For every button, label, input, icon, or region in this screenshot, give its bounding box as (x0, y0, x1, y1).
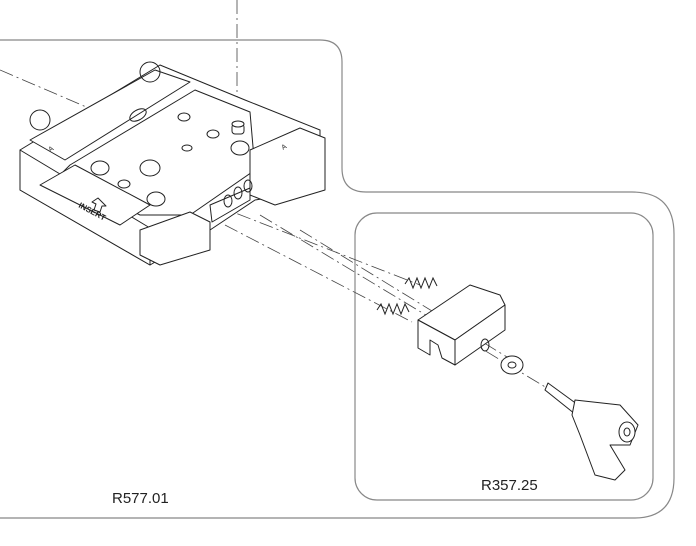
washer (500, 355, 524, 375)
base-plate: INSERT A A (19, 61, 326, 266)
marking-right: A (281, 143, 289, 152)
lever-handle (544, 382, 639, 481)
latch-block (417, 284, 506, 366)
base-assembly-frame (0, 39, 675, 519)
base-assembly-label: R577.01 (112, 490, 169, 507)
marking-left: A (48, 145, 56, 154)
latch-assembly-frame (354, 212, 654, 501)
springs (376, 276, 438, 316)
insert-arrow-icon (91, 197, 107, 213)
latch-assembly-label: R357.25 (481, 477, 538, 494)
